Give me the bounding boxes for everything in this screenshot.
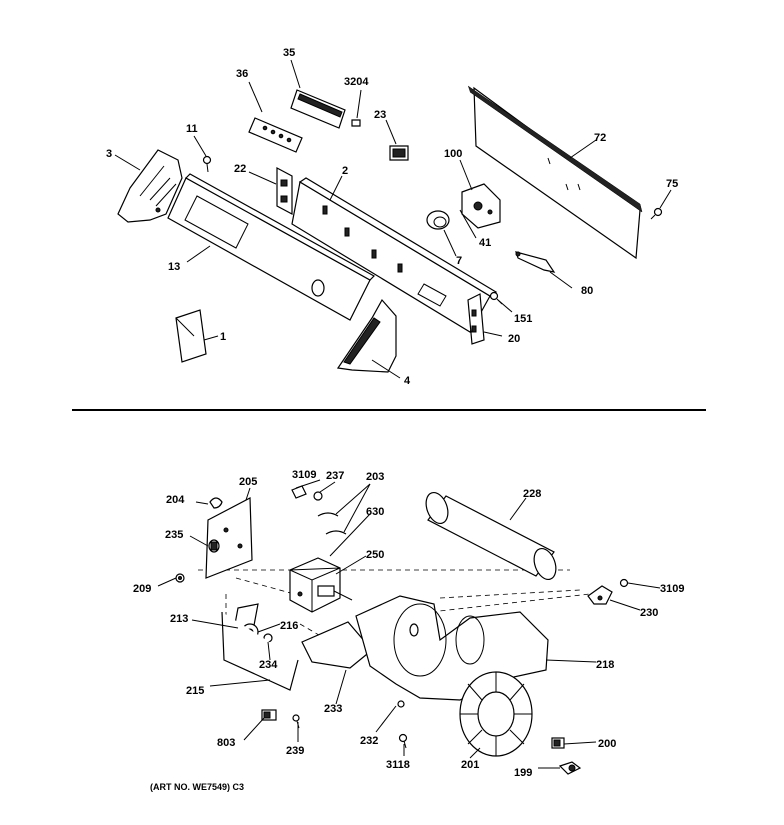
- label-201: 201: [461, 759, 479, 771]
- part-205-bracket: [205, 497, 253, 579]
- label-3118: 3118: [386, 759, 410, 771]
- part-803-clip: [261, 709, 277, 721]
- label-3109-top: 3109: [292, 469, 316, 481]
- label-75: 75: [666, 178, 678, 190]
- part-11-screw: [202, 155, 212, 173]
- label-72: 72: [594, 132, 606, 144]
- label-204: 204: [166, 494, 185, 506]
- label-35: 35: [283, 47, 295, 59]
- part-75-screw: [650, 207, 663, 220]
- label-216: 216: [280, 620, 298, 632]
- label-36: 36: [236, 68, 248, 80]
- label-209: 209: [133, 583, 151, 595]
- label-239: 239: [286, 745, 304, 757]
- label-205: 205: [239, 476, 257, 488]
- label-213: 213: [170, 613, 188, 625]
- label-13: 13: [168, 261, 180, 273]
- label-234: 234: [259, 659, 278, 671]
- label-1: 1: [220, 331, 226, 343]
- label-218: 218: [596, 659, 614, 671]
- part-204-clip: [209, 497, 223, 509]
- bottom-leader-lines: [157, 479, 661, 769]
- label-630: 630: [366, 506, 384, 518]
- part-22-bracket: [276, 167, 293, 215]
- label-203: 203: [366, 471, 384, 483]
- label-41: 41: [479, 237, 491, 249]
- art-number: (ART NO. WE7549) C3: [150, 782, 244, 792]
- part-20-end-bracket: [467, 293, 485, 345]
- label-235: 235: [165, 529, 183, 541]
- part-215-belt: [221, 611, 299, 691]
- label-3204: 3204: [344, 76, 369, 88]
- label-3109-right: 3109: [660, 583, 684, 595]
- label-3: 3: [106, 148, 112, 160]
- part-201-blower-wheel: [459, 671, 533, 757]
- part-235-switch: [208, 539, 220, 553]
- label-237: 237: [326, 470, 344, 482]
- label-228: 228: [523, 488, 541, 500]
- part-3-end-cap: [117, 149, 183, 223]
- part-3109-clip-top: [291, 485, 307, 499]
- part-80-harness: [515, 251, 556, 273]
- part-232-screw: [397, 700, 405, 708]
- label-11: 11: [186, 123, 198, 135]
- label-2: 2: [342, 165, 348, 177]
- label-803: 803: [217, 737, 235, 749]
- part-7-knob: [426, 210, 450, 230]
- part-23-connector: [389, 145, 409, 161]
- label-200: 200: [598, 738, 616, 750]
- part-72-back-cover: [467, 85, 643, 260]
- part-3118-screw: [398, 733, 408, 749]
- part-199-thermostat: [558, 761, 582, 775]
- part-13-control-panel: [167, 173, 375, 321]
- label-4: 4: [404, 375, 411, 387]
- label-100: 100: [444, 148, 462, 160]
- label-151: 151: [514, 313, 532, 325]
- label-80: 80: [581, 285, 593, 297]
- part-3204-clip: [351, 119, 361, 127]
- part-203-clamps: [317, 512, 347, 535]
- label-232: 232: [360, 735, 378, 747]
- part-36-knob-panel: [248, 117, 303, 153]
- label-23: 23: [374, 109, 386, 121]
- label-250: 250: [366, 549, 384, 561]
- label-20: 20: [508, 333, 520, 345]
- part-209-nut: [175, 573, 185, 583]
- top-leader-lines: [114, 59, 672, 379]
- part-35-switch-block: [290, 89, 346, 129]
- label-233: 233: [324, 703, 342, 715]
- label-199: 199: [514, 767, 532, 779]
- part-237-screw: [313, 491, 323, 501]
- label-230: 230: [640, 607, 658, 619]
- label-7: 7: [456, 255, 462, 267]
- part-228-duct: [425, 491, 557, 581]
- part-3109-screw-right: [619, 578, 629, 588]
- part-1-literature: [175, 309, 207, 363]
- part-233-motor-mount: [301, 621, 373, 669]
- part-2-backsplash-frame: [291, 177, 498, 333]
- part-4-end-cap: [336, 298, 397, 373]
- part-200-switch: [551, 737, 565, 749]
- label-215: 215: [186, 685, 204, 697]
- part-230-bracket: [587, 585, 613, 605]
- part-250-motor: [289, 557, 353, 613]
- part-100-timer: [461, 183, 501, 229]
- label-22: 22: [234, 163, 246, 175]
